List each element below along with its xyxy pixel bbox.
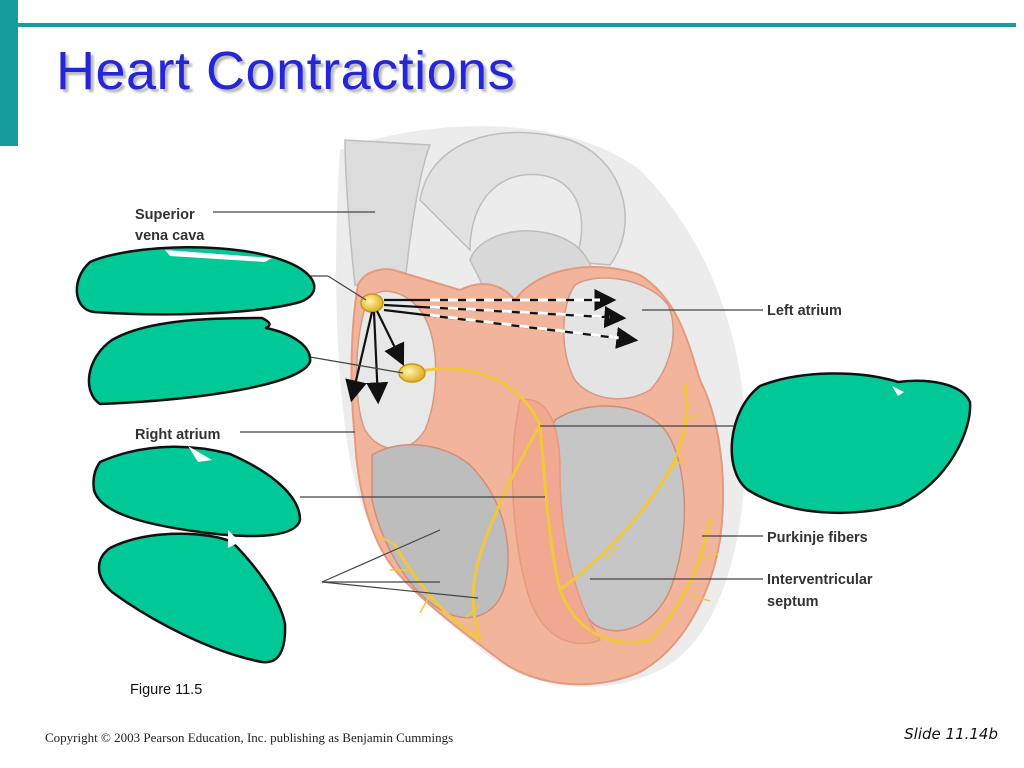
label-cover-2 bbox=[87, 316, 312, 406]
label-purkinje-fibers: Purkinje fibers bbox=[767, 530, 868, 546]
figure-caption: Figure 11.5 bbox=[130, 682, 203, 698]
label-cover-4 bbox=[97, 532, 287, 664]
copyright-notice: Copyright © 2003 Pearson Education, Inc.… bbox=[45, 730, 454, 745]
purkinje-fiber-branches bbox=[376, 413, 719, 618]
label-left-atrium: Left atrium bbox=[767, 303, 842, 319]
interventricular-septum-wall bbox=[511, 398, 602, 645]
impulse-arrows-dashed bbox=[429, 298, 621, 340]
label-cover-1 bbox=[75, 246, 316, 316]
slide-number: Slide 11.14b bbox=[904, 725, 998, 743]
accent-bar bbox=[0, 0, 18, 146]
label-cover-3 bbox=[92, 445, 302, 538]
label-interventricular-septum: Interventricular bbox=[767, 572, 873, 588]
sa-node bbox=[360, 293, 384, 313]
top-rule bbox=[18, 23, 1016, 27]
leader-lines bbox=[213, 211, 763, 599]
label-superior-vena-cava: Superior bbox=[135, 207, 195, 223]
label-interventricular-septum-2: septum bbox=[767, 594, 819, 610]
cover-white-highlights bbox=[165, 250, 904, 548]
label-right-atrium: Right atrium bbox=[135, 427, 220, 443]
label-covers bbox=[75, 246, 972, 664]
label-superior-vena-cava-2: vena cava bbox=[135, 228, 205, 244]
slide-title: Heart Contractions bbox=[56, 41, 516, 101]
label-cover-5 bbox=[730, 372, 972, 515]
aorta-arch bbox=[419, 131, 626, 266]
av-node bbox=[398, 363, 426, 383]
